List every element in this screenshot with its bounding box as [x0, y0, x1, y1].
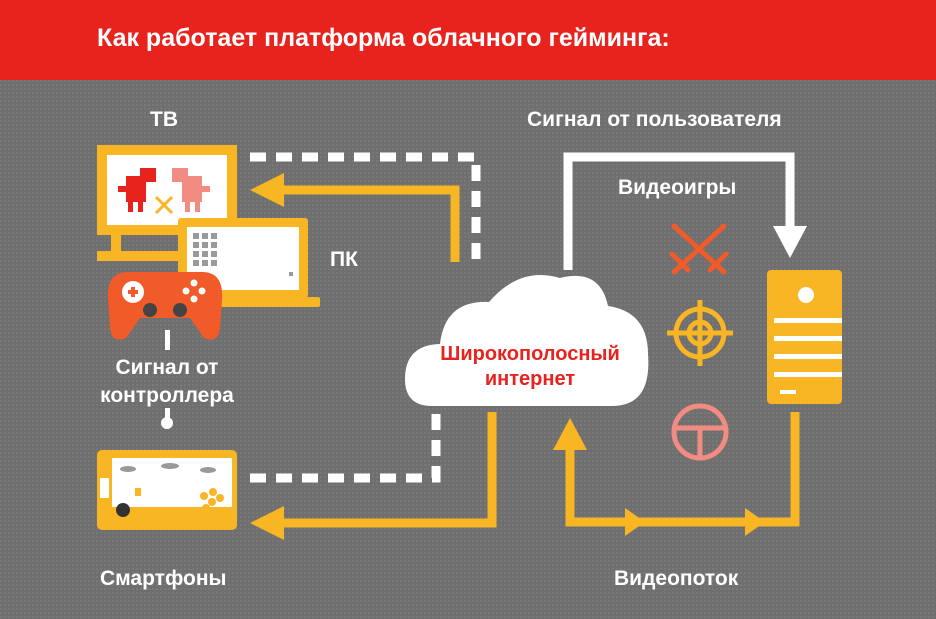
label-videostream: Видеопоток — [614, 567, 739, 590]
cloud-label-line1: Широкополосный — [440, 343, 620, 365]
user-signal-arrow — [563, 152, 807, 270]
server-icon — [767, 270, 842, 404]
cloud-icon — [405, 275, 649, 406]
arrow-to-tv — [250, 173, 460, 262]
cloud-label: Широкополосный интернет — [410, 342, 650, 392]
label-smartphones: Смартфоны — [100, 567, 227, 590]
dashed-link-phone — [250, 408, 441, 483]
label-pc: ПК — [330, 248, 358, 271]
dino-icon — [118, 168, 210, 212]
videostream-loop — [553, 412, 800, 536]
page-title: Как работает платформа облачного гейминг… — [97, 24, 670, 52]
crosshair-icon — [667, 300, 733, 366]
label-controller-signal-1: Сигнал от — [115, 356, 219, 379]
smartphone-icon — [97, 450, 237, 530]
label-tv: ТВ — [150, 108, 178, 131]
crossed-swords-icon — [669, 223, 729, 275]
tv-icon — [97, 145, 237, 261]
label-controller-signal-2: контроллера — [100, 384, 234, 407]
arrow-to-smartphone — [250, 412, 497, 540]
gamepad-icon — [107, 272, 223, 340]
controller-connector — [161, 330, 173, 429]
dashed-link-tv — [250, 152, 481, 262]
label-videogames: Видеоигры — [618, 176, 737, 199]
cloud-label-line2: интернет — [484, 368, 576, 390]
steering-wheel-icon — [671, 403, 729, 461]
label-user-signal: Сигнал от пользователя — [527, 108, 782, 131]
header-bar: Как работает платформа облачного гейминг… — [0, 0, 936, 80]
